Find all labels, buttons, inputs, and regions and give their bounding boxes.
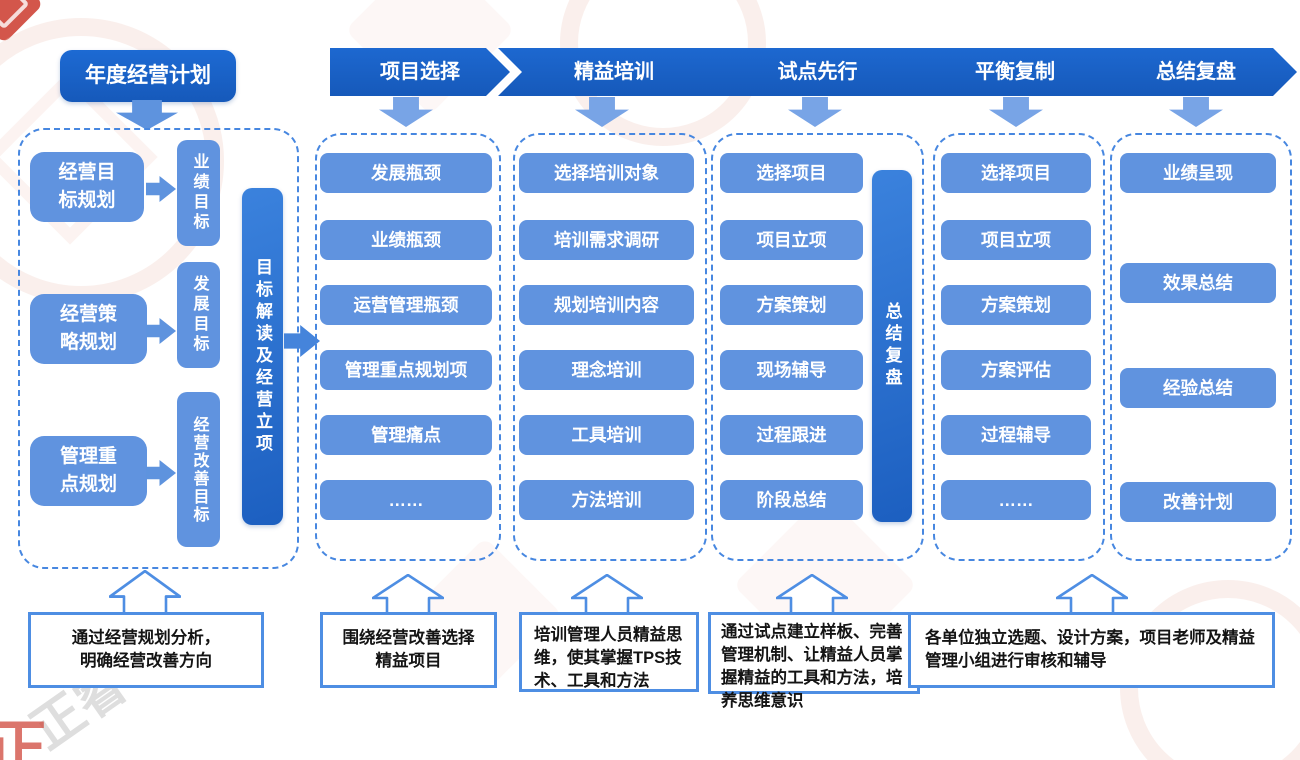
stage-header-balanced-replication: 平衡复制 [905, 48, 1125, 96]
stage-item: 业绩呈现 [1120, 153, 1276, 193]
stage-item: 工具培训 [519, 415, 694, 455]
stage-item: 选择项目 [720, 153, 863, 193]
stage-item: 培训需求调研 [519, 220, 694, 260]
stage-container-lean-training [513, 133, 707, 561]
stage-header-lean-training: 精益培训 [498, 48, 730, 96]
stage-header-project-selection: 项目选择 [330, 48, 510, 96]
stage-item: 方案策划 [720, 285, 863, 325]
note-pilot-first: 通过试点建立样板、完善管理机制、让精益人员掌握精益的工具和方法，培养思维意识 [708, 612, 920, 710]
down-arrow-icon [379, 97, 433, 127]
stage-item: 效果总结 [1120, 263, 1276, 303]
stage-item: 改善计划 [1120, 482, 1276, 522]
note-lean-training: 培训管理人员精益思维，使其掌握TPS技术、工具和方法 [519, 612, 699, 692]
up-arrow-outline-icon [1056, 574, 1128, 612]
plan-node-improvement-target: 经营改善目标 [177, 392, 220, 547]
goal-interpretation-bar: 目标解读及经营立项 [242, 188, 283, 525]
summary-review-bar: 总结复盘 [872, 170, 912, 522]
stage-item-ellipsis: …… [320, 480, 492, 520]
stage-item: 方案评估 [941, 350, 1091, 390]
note-project-selection: 围绕经营改善选择 精益项目 [320, 612, 497, 688]
stage-container-pilot-first [711, 133, 924, 561]
stage-item: 业绩瓶颈 [320, 220, 492, 260]
stage-item: 经验总结 [1120, 368, 1276, 408]
stage-item: 管理重点规划项 [320, 350, 492, 390]
note-balanced-replication: 各单位独立选题、设计方案，项目老师及精益管理小组进行审核和辅导 [908, 612, 1275, 688]
plan-node-strategy-planning: 经营策 略规划 [30, 294, 147, 364]
stage-item: 管理痛点 [320, 415, 492, 455]
stage-item: 选择培训对象 [519, 153, 694, 193]
down-arrow-icon [1169, 97, 1223, 127]
stage-container-project-selection [315, 133, 501, 561]
stage-item: 项目立项 [720, 220, 863, 260]
stage-item: 运营管理瓶颈 [320, 285, 492, 325]
up-arrow-outline-icon [776, 574, 848, 612]
stage-container-balanced-replication [933, 133, 1105, 561]
stage-item-ellipsis: …… [941, 480, 1091, 520]
stage-item: 过程辅导 [941, 415, 1091, 455]
plan-node-performance-target: 业绩目标 [177, 140, 220, 246]
up-arrow-outline-icon [571, 574, 643, 612]
stage-item: 阶段总结 [720, 480, 863, 520]
plan-node-development-target: 发展目标 [177, 262, 220, 368]
stage-item: 理念培训 [519, 350, 694, 390]
up-arrow-outline-icon [109, 570, 181, 612]
stage-item: 发展瓶颈 [320, 153, 492, 193]
stage-item: 项目立项 [941, 220, 1091, 260]
stage-header-pilot-first: 试点先行 [700, 48, 935, 96]
plan-node-goal-planning: 经营目 标规划 [30, 152, 144, 222]
stage-container-summary-review [1110, 133, 1292, 561]
stage-item: 过程跟进 [720, 415, 863, 455]
down-arrow-icon [788, 97, 842, 127]
stage-item: 方法培训 [519, 480, 694, 520]
stage-item: 方案策划 [941, 285, 1091, 325]
annual-plan-title: 年度经营计划 [60, 50, 236, 102]
down-arrow-icon [575, 97, 629, 127]
stage-item: 规划培训内容 [519, 285, 694, 325]
down-arrow-icon [116, 100, 178, 130]
down-arrow-icon [989, 97, 1043, 127]
stage-item: 选择项目 [941, 153, 1091, 193]
plan-node-key-management-planning: 管理重 点规划 [30, 436, 147, 506]
stage-item: 现场辅导 [720, 350, 863, 390]
up-arrow-outline-icon [372, 574, 444, 612]
note-planning: 通过经营规划分析， 明确经营改善方向 [28, 612, 264, 688]
stage-header-summary-review: 总结复盘 [1095, 48, 1297, 96]
